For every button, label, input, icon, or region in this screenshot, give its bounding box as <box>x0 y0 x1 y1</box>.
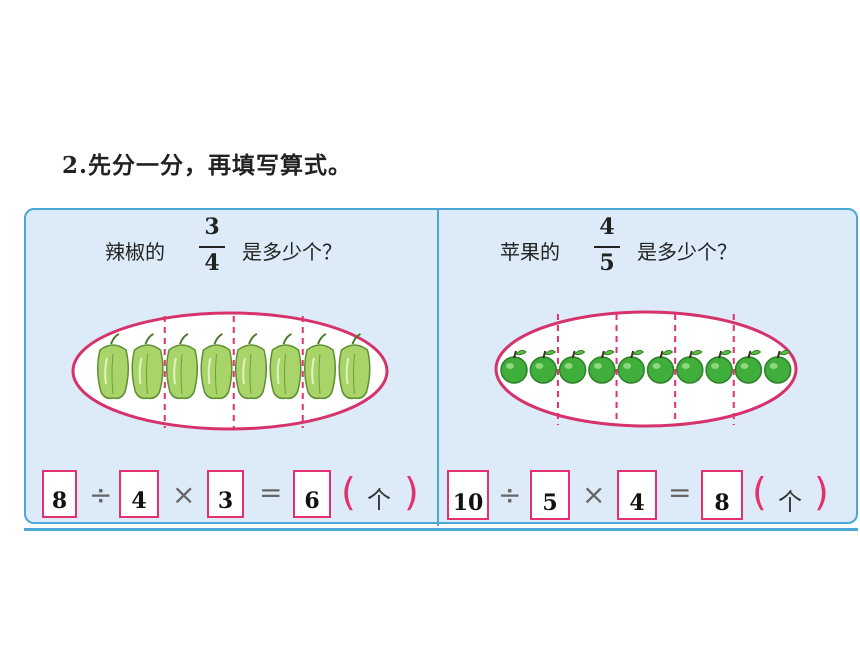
left-equals-sign: = <box>259 476 283 509</box>
pepper-icon <box>235 333 267 400</box>
right-total-box[interactable]: 10 <box>447 470 489 520</box>
right-question-suffix: 是多少个？ <box>637 240 737 264</box>
instruction-title: 2.先分一分，再填写算式。 <box>62 152 353 179</box>
pepper-icon <box>304 333 336 400</box>
apple-icon <box>500 349 528 384</box>
left-paren-close: ) <box>404 470 419 514</box>
apple-icon <box>646 349 675 384</box>
apple-icon <box>558 349 587 384</box>
pepper-icon <box>166 333 198 400</box>
left-multiplier-box[interactable]: 3 <box>207 470 244 518</box>
apple-icon <box>529 349 558 384</box>
apple-icon <box>676 349 704 384</box>
left-divide-sign: ÷ <box>89 478 113 511</box>
apple-icon <box>763 349 792 384</box>
pepper-icon <box>338 333 371 400</box>
right-fraction-bar <box>594 246 620 248</box>
left-total-box[interactable]: 8 <box>42 470 77 518</box>
pepper-icon <box>200 333 233 400</box>
left-fraction-bar <box>199 246 225 248</box>
pepper-icon <box>131 333 164 400</box>
right-unit-label: 个 <box>778 488 802 516</box>
apple-ellipse-group <box>494 310 798 428</box>
peppers <box>97 333 371 400</box>
right-fraction-numerator: 4 <box>599 214 615 240</box>
right-result-box[interactable]: 8 <box>701 470 743 520</box>
apple-ellipse <box>494 310 798 428</box>
right-paren-open: ( <box>752 470 767 514</box>
right-paren-close: ) <box>814 470 829 514</box>
apple-icon <box>588 349 616 384</box>
right-multiplier-box[interactable]: 4 <box>617 470 657 520</box>
pepper-icon <box>269 333 302 400</box>
right-fraction-denominator: 5 <box>599 250 615 276</box>
apple-icon <box>705 349 733 384</box>
right-multiply-sign: × <box>582 478 606 511</box>
right-divisor-box[interactable]: 5 <box>530 470 570 520</box>
left-paren-open: ( <box>341 470 356 514</box>
panel-divider <box>437 208 439 526</box>
apples <box>500 349 792 384</box>
right-divide-sign: ÷ <box>498 478 522 511</box>
left-result-box[interactable]: 6 <box>293 470 331 518</box>
left-fraction-denominator: 4 <box>204 250 220 276</box>
apple-icon <box>734 349 763 384</box>
left-fraction-numerator: 3 <box>204 214 220 240</box>
left-divisor-box[interactable]: 4 <box>119 470 159 518</box>
apple-icon <box>617 349 645 384</box>
left-question-prefix: 辣椒的 <box>105 240 165 264</box>
apple-dividers <box>556 314 735 425</box>
pepper-ellipse-group <box>71 311 389 431</box>
left-question-suffix: 是多少个？ <box>242 240 342 264</box>
left-unit-label: 个 <box>367 486 391 514</box>
right-equals-sign: = <box>668 476 692 509</box>
left-multiply-sign: × <box>172 478 196 511</box>
pepper-icon <box>97 333 129 400</box>
pepper-dividers <box>163 316 304 428</box>
right-question-prefix: 苹果的 <box>500 240 560 264</box>
bottom-rule <box>24 528 858 531</box>
